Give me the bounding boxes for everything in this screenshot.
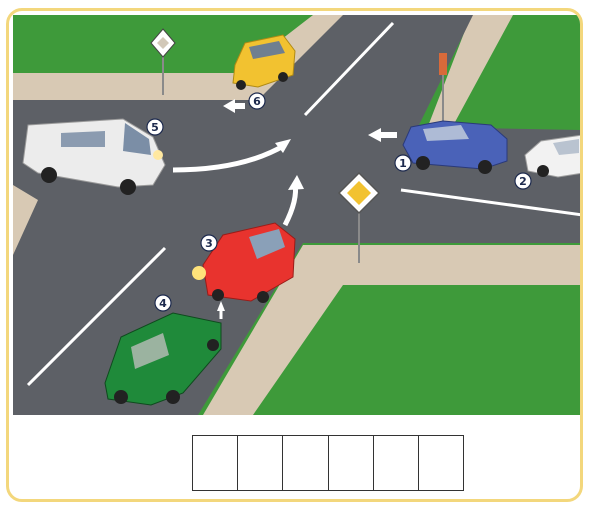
svg-text:3: 3 [205,237,213,250]
answer-cell-2[interactable] [238,436,283,490]
badge-4: 4 [155,295,171,311]
exercise-card: 5 6 1 2 3 4 [6,8,583,502]
svg-text:1: 1 [399,157,407,170]
answer-cell-4[interactable] [329,436,374,490]
badge-1: 1 [395,155,411,171]
answer-grid [192,435,464,491]
vehicle-blue-car [403,121,507,174]
badge-2: 2 [515,173,531,189]
answer-cell-5[interactable] [374,436,419,490]
badge-5: 5 [147,119,163,135]
svg-text:4: 4 [159,297,167,310]
badge-3: 3 [201,235,217,251]
svg-text:6: 6 [253,95,261,108]
svg-text:5: 5 [151,121,159,134]
answer-cell-3[interactable] [283,436,328,490]
answer-cell-6[interactable] [419,436,463,490]
svg-text:2: 2 [519,175,527,188]
badge-6: 6 [249,93,265,109]
answer-cell-1[interactable] [193,436,238,490]
intersection-illustration: 5 6 1 2 3 4 [13,15,583,415]
